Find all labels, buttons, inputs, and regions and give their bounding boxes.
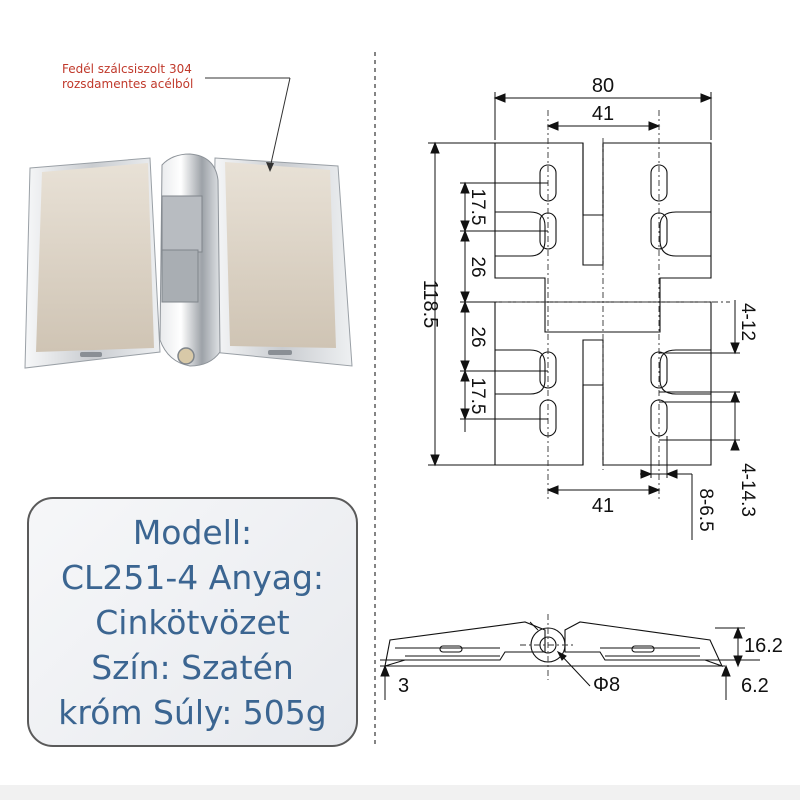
dim-17-5-bottom: 17.5 [467,378,488,415]
spec-line-1: Modell: [132,512,253,552]
spec-line-3: Cinkötvözet [95,602,290,642]
left-leaf-cover [36,163,154,352]
material-callout: Fedél szálcsiszolt 304 rozsdamentes acél… [62,62,262,92]
right-leaf-cover [225,162,336,348]
dim-118-5: 118.5 [419,280,441,329]
center-tongue-lower [582,339,604,465]
center-tongue [582,143,604,266]
dim-3: 3 [398,675,409,697]
tab-upper-right [659,211,711,257]
spec-line-2: CL251-4 Anyag: [60,557,325,597]
side-profile [380,621,760,667]
hinge-photo [24,77,353,369]
dim-4-14-3: 4-14.3 [737,463,758,517]
callout-leader-arrow [269,77,291,169]
dim-26-bottom: 26 [467,326,488,347]
callout-line-1: Fedél szálcsiszolt 304 [62,62,192,76]
knuckle-notch-upper [161,195,203,253]
left-screw-slot [80,352,102,357]
spec-line-5: króm Súly: 505g [58,692,327,732]
tab-lower-right [659,349,711,395]
spec-line-4: Szín: Szatén [91,647,294,687]
dim-16-2: 16.2 [744,635,783,657]
dim-41-bottom: 41 [592,495,614,517]
dim-17-5-top: 17.5 [467,189,488,226]
dim-26-top: 26 [467,256,488,277]
dim-4-12: 4-12 [737,303,758,341]
pin-end [177,347,195,365]
spec-card: Modell: CL251-4 Anyag: Cinkötvözet Szín:… [27,497,358,747]
dim-8-6-5: 8-6.5 [695,488,716,531]
tab-lower-left [495,349,546,395]
slot-ur-1 [650,164,668,202]
bottom-strip [0,785,800,800]
dim-6-2: 6.2 [741,675,769,697]
dim-80: 80 [592,75,614,97]
callout-line-2: rozsdamentes acélból [62,77,194,91]
right-screw-slot [268,350,292,355]
dim-phi-8: Φ8 [593,674,620,696]
knuckle-notch-lower [161,249,199,303]
tab-upper-left [495,211,546,257]
dim-41-top: 41 [592,103,614,125]
